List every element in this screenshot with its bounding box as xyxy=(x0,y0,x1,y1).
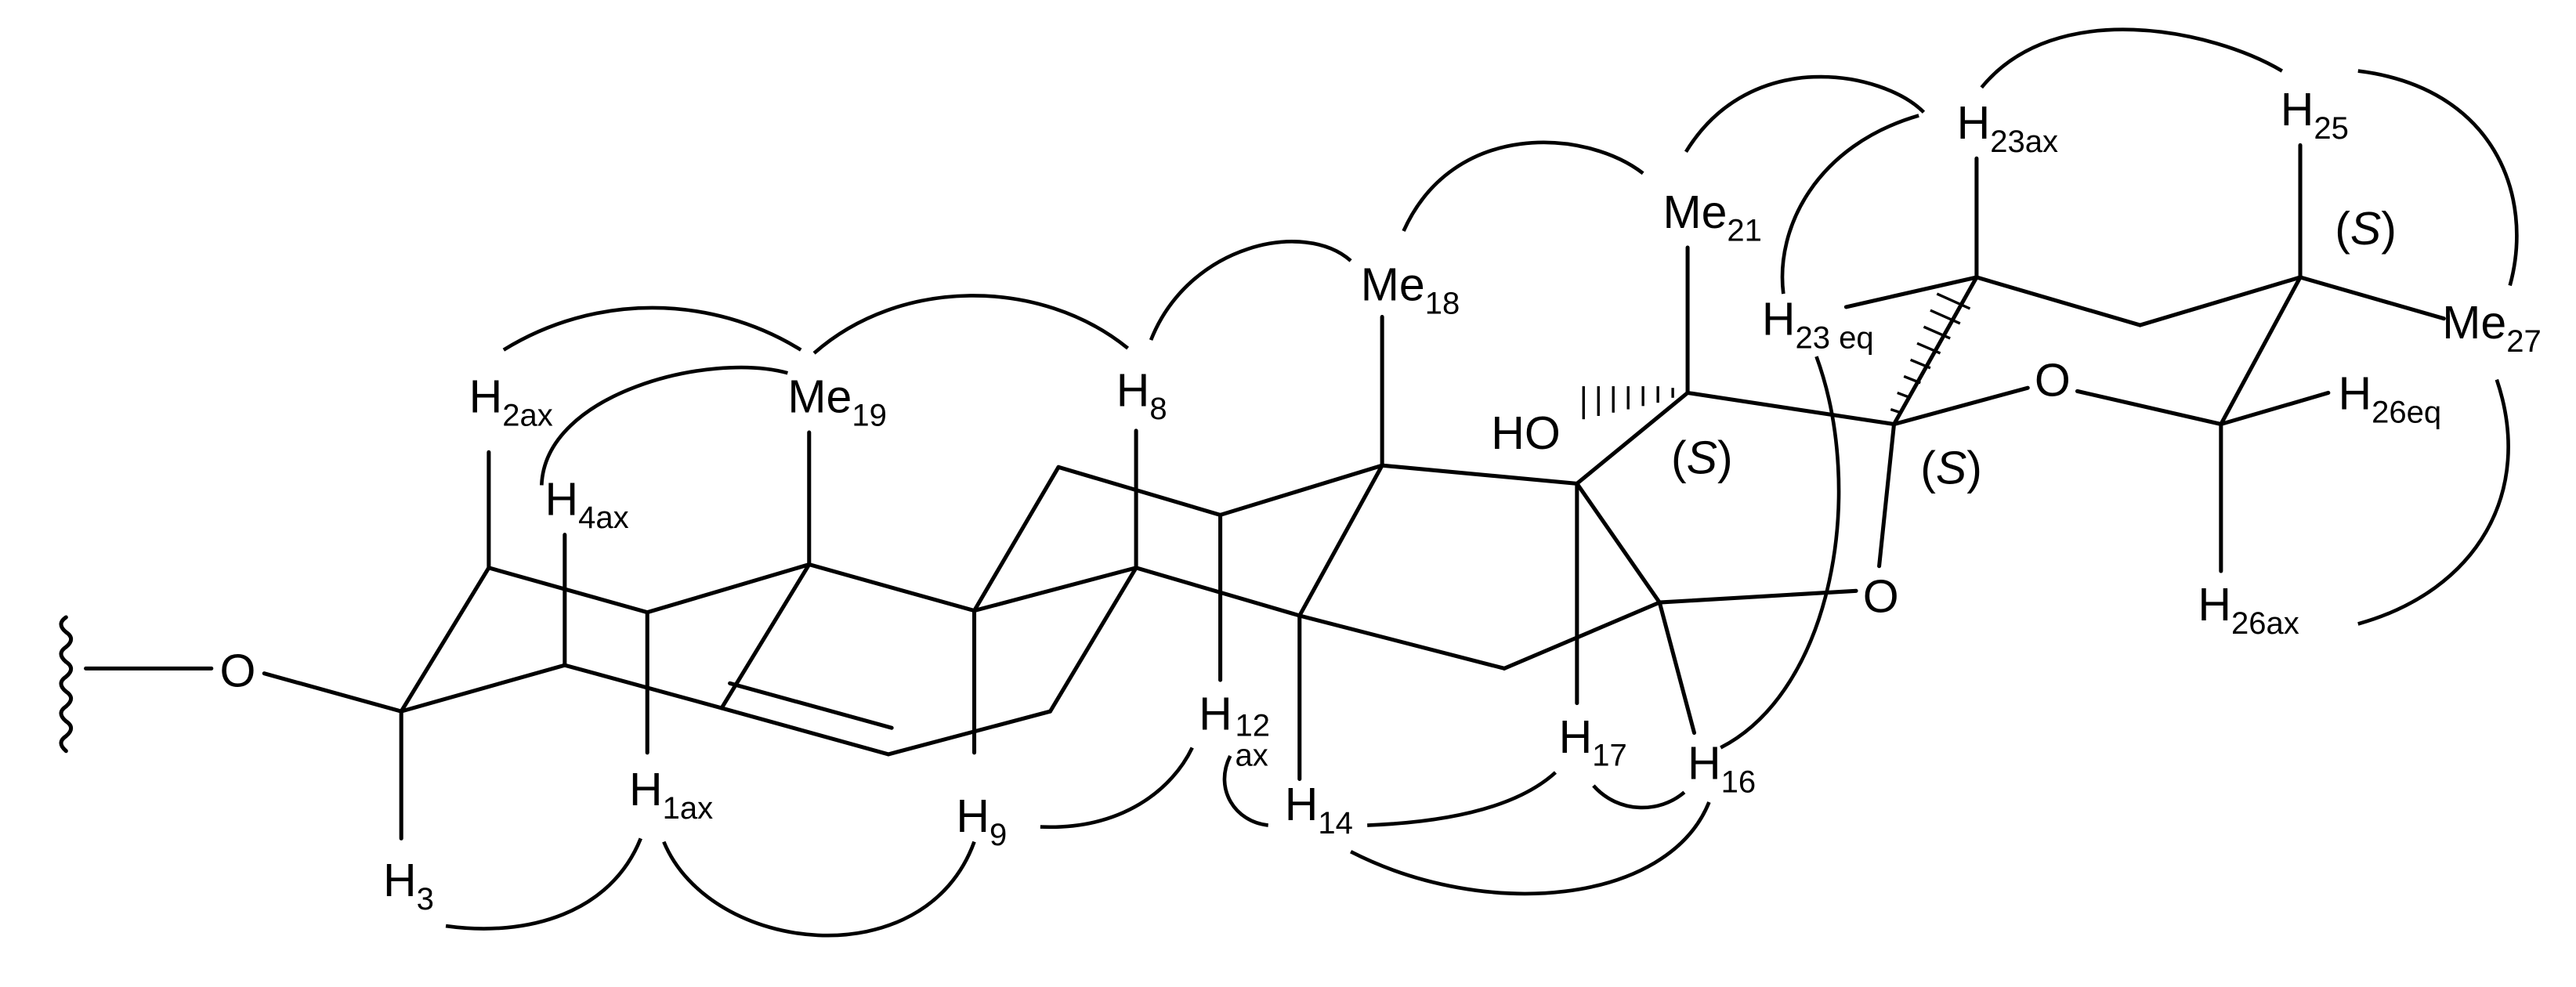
label-stereo-c20: (S) xyxy=(1671,432,1733,484)
noe-arc-me27-h26ax xyxy=(2357,378,2510,626)
bond-c8-c14 xyxy=(1134,566,1302,618)
noe-arc-h9-h12ax xyxy=(1040,747,1194,830)
noe-arc-me18-me21 xyxy=(1402,140,1644,232)
label-h12ax-sub-top: 12 xyxy=(1236,709,1271,743)
bond-me27 xyxy=(2298,275,2446,321)
bond-c22-o xyxy=(1877,421,1897,569)
label-me21: Me21 xyxy=(1662,186,1762,248)
hashed-wedges xyxy=(1582,292,1971,420)
bond-c22-o-pyran xyxy=(1891,385,2030,427)
noe-arc-h2ax-me19 xyxy=(502,306,802,352)
label-h12ax-sub-bot: ax xyxy=(1236,739,1268,773)
label-h17: H17 xyxy=(1559,711,1627,773)
bond-c25-c24 xyxy=(2138,275,2303,327)
noe-arc-h8-me18 xyxy=(1149,240,1352,341)
label-me27: Me27 xyxy=(2442,297,2542,359)
noe-arc-h17-h16 xyxy=(1592,784,1686,810)
label-o-pyran: O xyxy=(2035,355,2071,407)
label-stereo-c22: (S) xyxy=(1920,442,1982,494)
label-h9: H9 xyxy=(956,790,1007,852)
bond-o-c16 xyxy=(1657,588,1858,605)
bond-c15-c16 xyxy=(1502,600,1662,671)
bond-c10-c9 xyxy=(807,562,977,613)
bond-c5-c6 xyxy=(719,706,891,757)
label-h14: H14 xyxy=(1285,779,1353,841)
wavy-bond xyxy=(59,615,74,754)
bond-h16 xyxy=(1657,600,1697,736)
bond-h23eq xyxy=(1843,275,1979,309)
bond-c2-c1 xyxy=(487,566,649,615)
label-o-ether: O xyxy=(220,645,256,697)
bond-c1-c10 xyxy=(645,562,812,615)
bond-c9-c11 xyxy=(972,465,1061,613)
noe-arc-me19-h8 xyxy=(812,294,1130,355)
bond-skeleton xyxy=(59,143,2446,841)
bond-c20-c22 xyxy=(1685,390,1897,427)
bond-c16-c17 xyxy=(1575,481,1662,605)
bond-c3-c2 xyxy=(399,566,491,714)
label-h3: H3 xyxy=(383,855,434,916)
atom-labels: O H2ax Me19 H4ax H1ax H3 H8 H9 Me18 H 12… xyxy=(220,84,2542,916)
label-o-furan: O xyxy=(1863,571,1899,623)
label-ho: HO xyxy=(1491,407,1561,459)
label-h1ax: H1ax xyxy=(629,764,713,826)
label-h23ax: H23ax xyxy=(1957,97,2058,159)
bond-o-c3 xyxy=(262,671,403,714)
noe-arc-h25-me27 xyxy=(2357,69,2519,287)
label-me19: Me19 xyxy=(787,371,887,433)
noe-arc-h3-h1ax xyxy=(445,837,642,931)
noe-arc-h23eq-h16 xyxy=(1720,356,1841,750)
noe-arc-h23ax-h23eq xyxy=(1780,114,1919,295)
label-me18: Me18 xyxy=(1361,258,1460,320)
label-h23eq: H23 eq xyxy=(1762,294,1874,356)
label-h16: H16 xyxy=(1688,738,1756,800)
bond-c12-c13 xyxy=(1218,463,1384,517)
label-h2ax: H2ax xyxy=(469,371,553,433)
label-h25: H25 xyxy=(2281,84,2349,146)
label-h26eq: H26eq xyxy=(2338,368,2441,430)
noe-arc-h14-h16 xyxy=(1350,801,1711,896)
bond-c17-c20 xyxy=(1575,390,1690,486)
noe-arc-h1ax-h9 xyxy=(662,841,976,938)
bond-c11-c12 xyxy=(1056,465,1223,517)
bond-c6-c7 xyxy=(886,709,1053,757)
noe-arc-h23ax-h25 xyxy=(1980,27,2284,89)
hashed-wedge-c20-oh xyxy=(1582,386,1674,420)
label-h12ax-main: H xyxy=(1199,688,1232,739)
bond-c5-c6-double xyxy=(728,681,894,730)
noe-arc-me21-h23ax xyxy=(1684,74,1926,154)
label-h26ax: H26ax xyxy=(2198,579,2299,641)
noe-arc-h14-h17 xyxy=(1367,771,1558,827)
label-h4ax: H4ax xyxy=(545,473,629,535)
label-stereo-c25: (S) xyxy=(2335,203,2397,255)
bond-c26-c25 xyxy=(2219,275,2303,427)
noe-arc-h4ax-me19 xyxy=(540,365,788,486)
bond-c7-c8 xyxy=(1047,566,1138,714)
noe-arc-h12ax-h14 xyxy=(1222,754,1268,827)
bond-o-c26 xyxy=(2075,389,2223,427)
bond-c14-c13 xyxy=(1297,463,1384,618)
bond-c9-c8 xyxy=(972,566,1138,613)
bond-h26eq xyxy=(2219,390,2331,427)
noe-correlation-arcs xyxy=(445,27,2519,938)
bond-c14-c15 xyxy=(1297,613,1507,671)
bond-c13-c17 xyxy=(1380,463,1579,486)
label-h8: H8 xyxy=(1116,364,1167,426)
bond-c24-c23 xyxy=(1974,275,2143,327)
bond-c3-c4 xyxy=(399,663,567,714)
bond-c4-c5 xyxy=(563,663,724,710)
hashed-wedge-c22-c23 xyxy=(1890,292,1971,414)
